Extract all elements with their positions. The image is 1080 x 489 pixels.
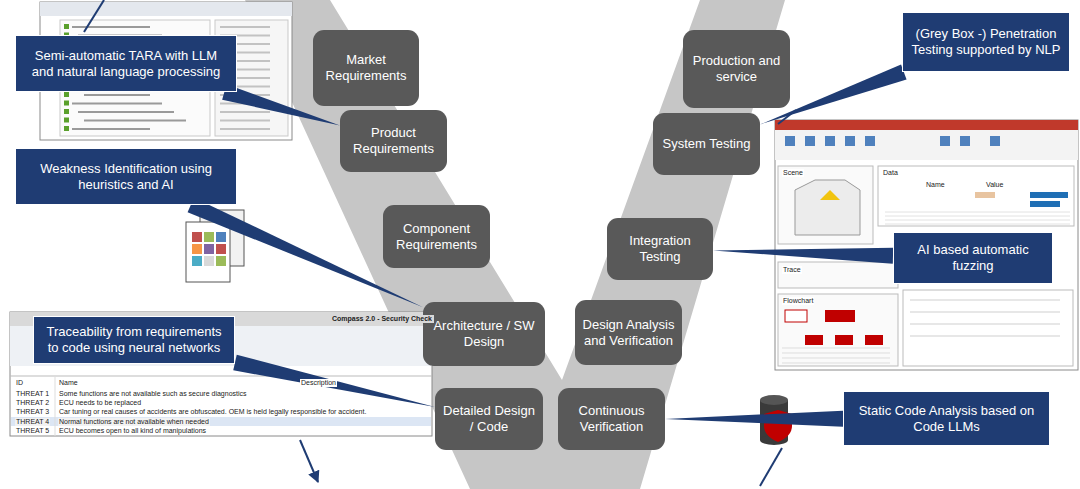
box-text: Semi-automatic TARA with LLM and natural…: [24, 48, 228, 80]
panel-label: Scene: [782, 169, 804, 177]
table-cell: THREAT 1: [15, 390, 50, 398]
process-box: Continuous Verification: [558, 388, 665, 450]
table-cell: Name: [58, 379, 79, 387]
box-text: Continuous Verification: [563, 403, 660, 435]
box-text: Market Requirements: [318, 52, 414, 84]
table-cell: THREAT 3: [15, 408, 50, 416]
table-cell: THREAT 5: [15, 427, 50, 435]
panel-label: Value: [985, 181, 1004, 189]
leader-line: [84, 0, 104, 32]
leader-arrow: [300, 440, 318, 482]
table-cell: ID: [15, 379, 24, 387]
process-box: System Testing: [653, 113, 760, 175]
box-text: Static Code Analysis based on Code LLMs: [852, 403, 1041, 435]
table-cell: ECU becomes open to all kind of manipula…: [58, 427, 207, 435]
callout-box: Static Code Analysis based on Code LLMs: [843, 391, 1050, 446]
box-text: Weakness Identification using heuristics…: [24, 161, 228, 193]
process-box: Component Requirements: [383, 205, 490, 268]
box-text: Production and service: [688, 53, 785, 85]
callout-pointer: [713, 248, 893, 264]
callout-box: (Grey Box -) Penetration Testing support…: [902, 12, 1070, 72]
table-cell: Description: [300, 379, 337, 387]
panel-label: Name: [925, 181, 946, 189]
process-box: Production and service: [683, 30, 790, 108]
box-text: Component Requirements: [388, 221, 485, 253]
callout-pointer: [665, 411, 843, 427]
panel-label: Trace: [782, 266, 802, 274]
callout-box: AI based automatic fuzzing: [893, 232, 1053, 284]
table-cell: THREAT 4: [15, 418, 50, 426]
box-text: System Testing: [663, 136, 751, 152]
callout-box: Weakness Identification using heuristics…: [15, 148, 237, 205]
process-box: Architecture / SW Design: [423, 302, 545, 366]
box-text: Architecture / SW Design: [428, 318, 540, 350]
box-text: Design Analysis and Verification: [580, 317, 677, 349]
table-cell: ECU needs to be replaced: [58, 399, 142, 407]
process-box: Market Requirements: [313, 30, 419, 106]
process-box: Design Analysis and Verification: [575, 300, 682, 365]
callout-pointer: [233, 355, 435, 407]
table-cell: THREAT 2: [15, 399, 50, 407]
security-check-screenshot: [10, 312, 432, 436]
box-text: Product Requirements: [345, 125, 442, 157]
table-cell: Compass 2.0 - Security Check: [330, 315, 434, 323]
testing-tool-screenshot: [775, 120, 1078, 370]
process-box: Product Requirements: [340, 110, 447, 172]
box-text: Detailed Design / Code: [440, 403, 538, 435]
callout-box: Traceability from requirements to code u…: [33, 316, 235, 364]
callout-box: Semi-automatic TARA with LLM and natural…: [15, 35, 237, 92]
box-text: Traceability from requirements to code u…: [42, 324, 226, 356]
panel-label: Data: [882, 169, 899, 177]
process-box: Integration Testing: [607, 218, 713, 280]
table-cell: Normal functions are not available when …: [58, 418, 210, 426]
table-cell: Car tuning or real causes of accidents a…: [58, 408, 367, 416]
table-cell: Some functions are not available such as…: [58, 390, 248, 398]
leader-line: [760, 448, 782, 486]
box-text: (Grey Box -) Penetration Testing support…: [911, 26, 1061, 58]
box-text: AI based automatic fuzzing: [902, 242, 1044, 274]
box-text: Integration Testing: [612, 233, 708, 265]
process-box: Detailed Design / Code: [435, 388, 543, 450]
panel-label: Flowchart: [782, 297, 814, 305]
